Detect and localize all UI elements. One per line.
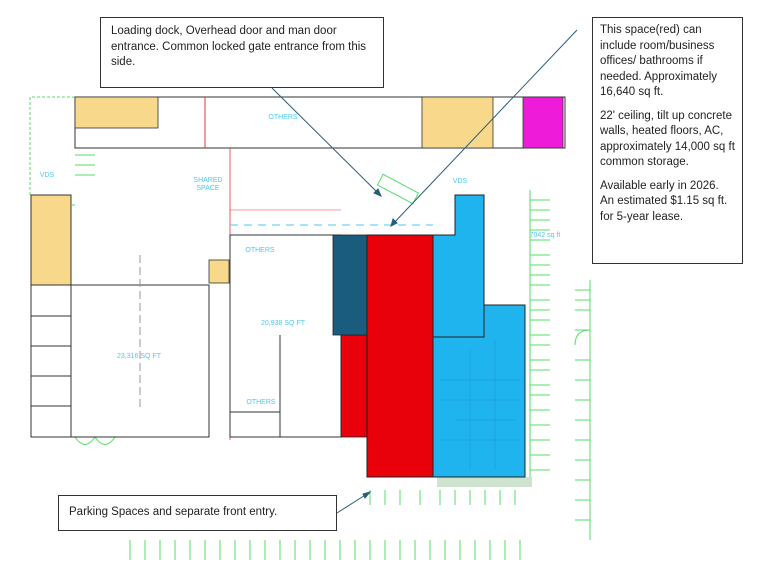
label-shared-2: SPACE — [196, 185, 220, 192]
tan-unit — [74, 96, 159, 129]
callout-space-text-3: Available early in 2026. An estimated $1… — [600, 179, 728, 223]
callout-parking-text: Parking Spaces and separate front entry. — [69, 506, 278, 518]
callout-space-text-2: 22' ceiling, tilt up concrete walls, hea… — [600, 109, 735, 169]
loading-dock-marker — [376, 173, 420, 205]
magenta-unit — [522, 96, 564, 149]
label-sqft-left: 23,316 SQ FT — [117, 353, 162, 360]
tan-unit — [421, 96, 494, 149]
label-shared-1: SHARED — [193, 177, 222, 184]
callout-space-details: This space(red) can include room/busines… — [592, 17, 743, 264]
red-space-lower — [340, 334, 368, 438]
label-others-mid: OTHERS — [245, 247, 275, 254]
label-sqft-mid: 20,938 SQ FT — [261, 320, 306, 327]
callout-loading-dock: Loading dock, Overhead door and man door… — [100, 17, 384, 88]
label-vds-right: VDS — [453, 178, 468, 185]
dark-blue-unit — [332, 234, 368, 336]
callout-parking: Parking Spaces and separate front entry. — [58, 495, 337, 531]
light-blue-building — [432, 194, 526, 478]
callout-arrows — [271, 29, 578, 514]
small-units — [30, 284, 72, 438]
tan-small-unit — [208, 259, 230, 284]
sidewalk — [437, 477, 532, 487]
middle-building — [229, 234, 342, 438]
label-others-bottom: OTHERS — [246, 399, 276, 406]
callout-loading-text: Loading dock, Overhead door and man door… — [111, 25, 367, 68]
red-space-main — [366, 234, 434, 478]
tan-column-units — [30, 194, 72, 286]
parking-lines — [29, 96, 591, 560]
label-sqft-right: 7042 sq ft — [530, 232, 561, 239]
label-vds-left: VDS — [40, 172, 55, 179]
callout-space-text-1: This space(red) can include room/busines… — [600, 24, 717, 98]
label-others-top: OTHERS — [268, 114, 298, 121]
